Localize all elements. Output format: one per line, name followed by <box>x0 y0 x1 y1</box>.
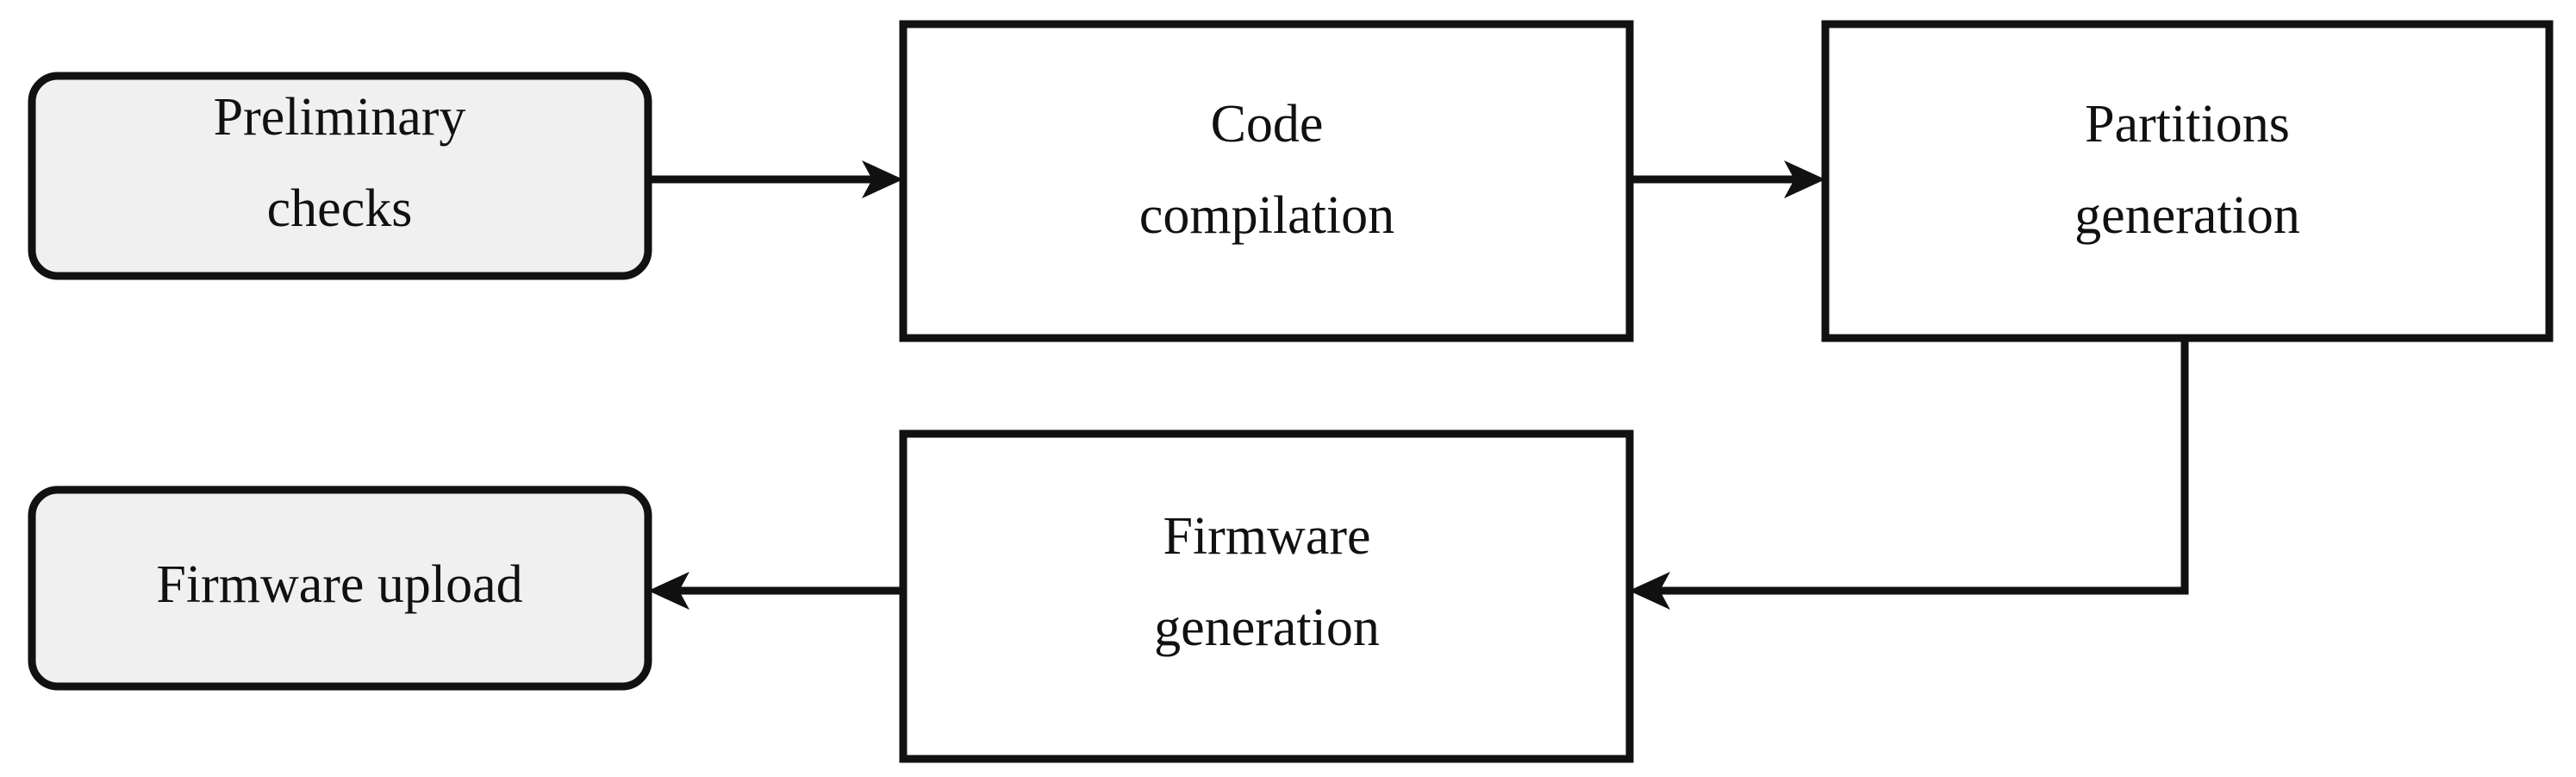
edge-firmware-generation-to-upload <box>648 572 903 610</box>
node-label-line1: Firmware upload <box>156 555 522 614</box>
node-shape-rounded-rect[interactable] <box>28 486 652 691</box>
arrow-head-right-icon <box>862 160 903 198</box>
node-code-compilation[interactable]: Code compilation <box>899 20 1634 342</box>
node-partitions-generation[interactable]: Partitions generation <box>1821 20 2554 342</box>
arrow-head-right-icon <box>1784 160 1825 198</box>
node-label-line1: Code <box>1211 95 1324 154</box>
node-preliminary-checks[interactable]: Preliminary checks <box>28 72 652 280</box>
arrow-head-left-icon <box>648 572 689 610</box>
node-label-line2: checks <box>267 179 413 238</box>
node-label-line1: Partitions <box>2085 95 2290 154</box>
node-label-line1: Firmware <box>1163 507 1370 566</box>
edge-compilation-to-partitions <box>1630 160 1825 198</box>
edge-elbow-path <box>1644 338 2189 595</box>
node-firmware-upload[interactable]: Firmware upload <box>28 486 652 691</box>
node-shape-rounded-rect[interactable] <box>28 72 652 280</box>
node-label-line2: generation <box>2074 186 2300 245</box>
node-shape-rect[interactable] <box>899 20 1634 342</box>
node-shape-rect[interactable] <box>899 429 1634 763</box>
edge-partitions-to-firmware-generation <box>1629 338 2189 610</box>
edge-preliminary-to-compilation <box>648 160 903 198</box>
arrow-head-left-icon <box>1629 572 1670 610</box>
node-label-line2: compilation <box>1139 186 1394 245</box>
node-shape-rect[interactable] <box>1821 20 2554 342</box>
node-label-line1: Preliminary <box>214 88 466 147</box>
node-firmware-generation[interactable]: Firmware generation <box>899 429 1634 763</box>
node-label-line2: generation <box>1154 598 1380 657</box>
